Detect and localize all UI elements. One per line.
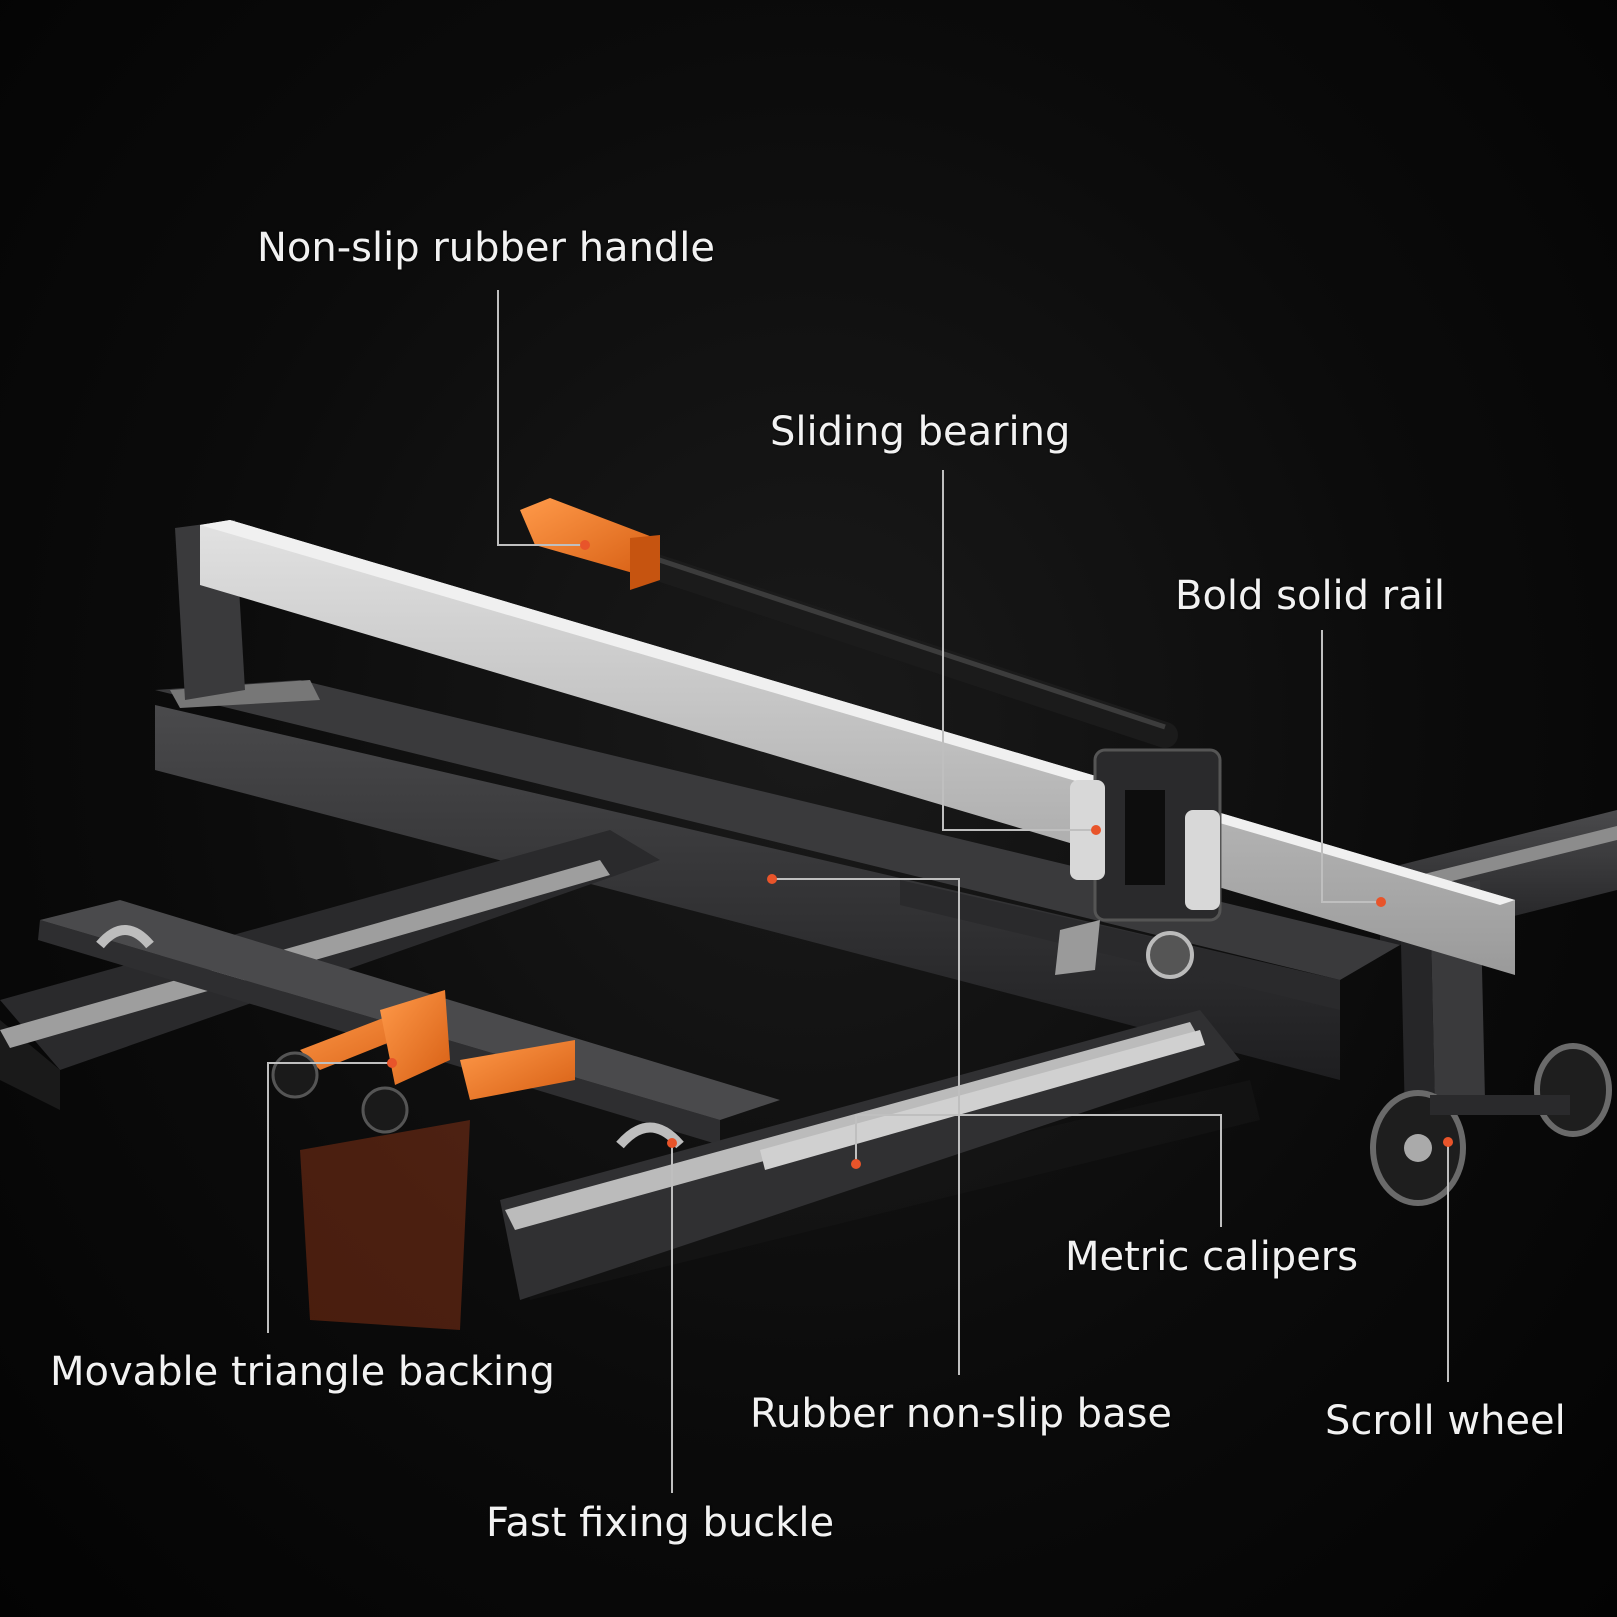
label-metric-calipers: Metric calipers xyxy=(1065,1234,1359,1280)
triangle-backing xyxy=(271,990,575,1134)
floor-reflection xyxy=(300,1080,1260,1330)
label-movable-backing: Movable triangle backing xyxy=(50,1349,555,1395)
callout-dots xyxy=(387,540,1453,1169)
label-bold-rail: Bold solid rail xyxy=(1175,573,1445,619)
label-fixing-buckle: Fast fixing buckle xyxy=(486,1500,835,1546)
callout-lines xyxy=(267,290,1449,1493)
label-scroll-wheel: Scroll wheel xyxy=(1325,1398,1566,1444)
label-sliding-bearing: Sliding bearing xyxy=(770,409,1071,455)
label-rubber-base: Rubber non-slip base xyxy=(750,1391,1173,1437)
front-crossbar xyxy=(0,830,660,1110)
scroll-wheels xyxy=(1370,1043,1612,1206)
base-frame xyxy=(155,680,1400,1080)
label-non-slip-handle: Non-slip rubber handle xyxy=(257,225,716,271)
handle-lever xyxy=(520,498,1178,748)
